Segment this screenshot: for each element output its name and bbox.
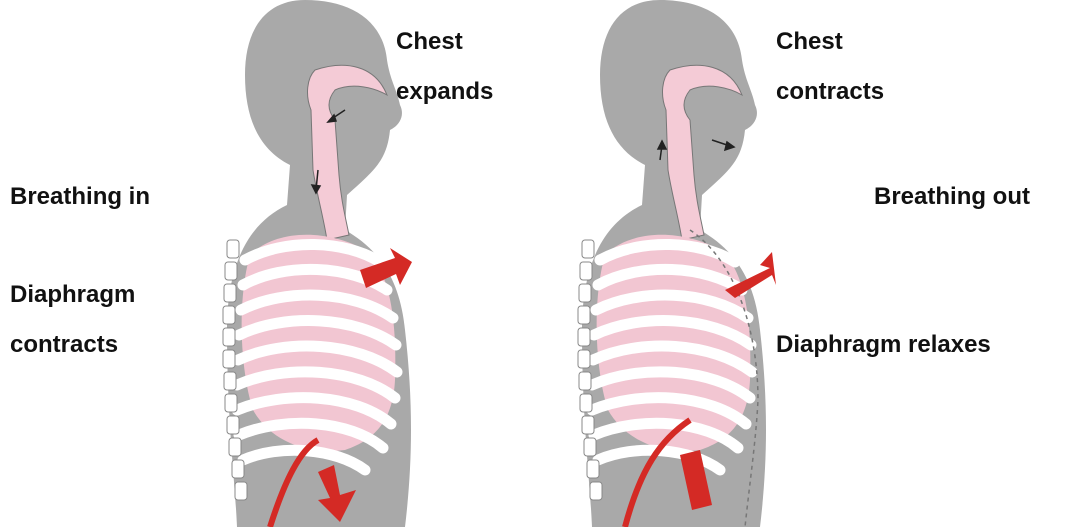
inhale-title: Breathing in <box>10 185 150 209</box>
exhale-chest-label-2: contracts <box>776 80 884 104</box>
inhale-chest-label-2: expands <box>396 80 493 104</box>
exhale-chest-label-1: Chest <box>776 30 843 54</box>
exhale-figure <box>578 0 766 527</box>
exhale-diaphragm-label: Diaphragm relaxes <box>776 333 991 357</box>
inhale-diaphragm-label-2: contracts <box>10 333 118 357</box>
inhale-chest-label-1: Chest <box>396 30 463 54</box>
exhale-title: Breathing out <box>874 185 1030 209</box>
inhale-diaphragm-label-1: Diaphragm <box>10 283 135 307</box>
